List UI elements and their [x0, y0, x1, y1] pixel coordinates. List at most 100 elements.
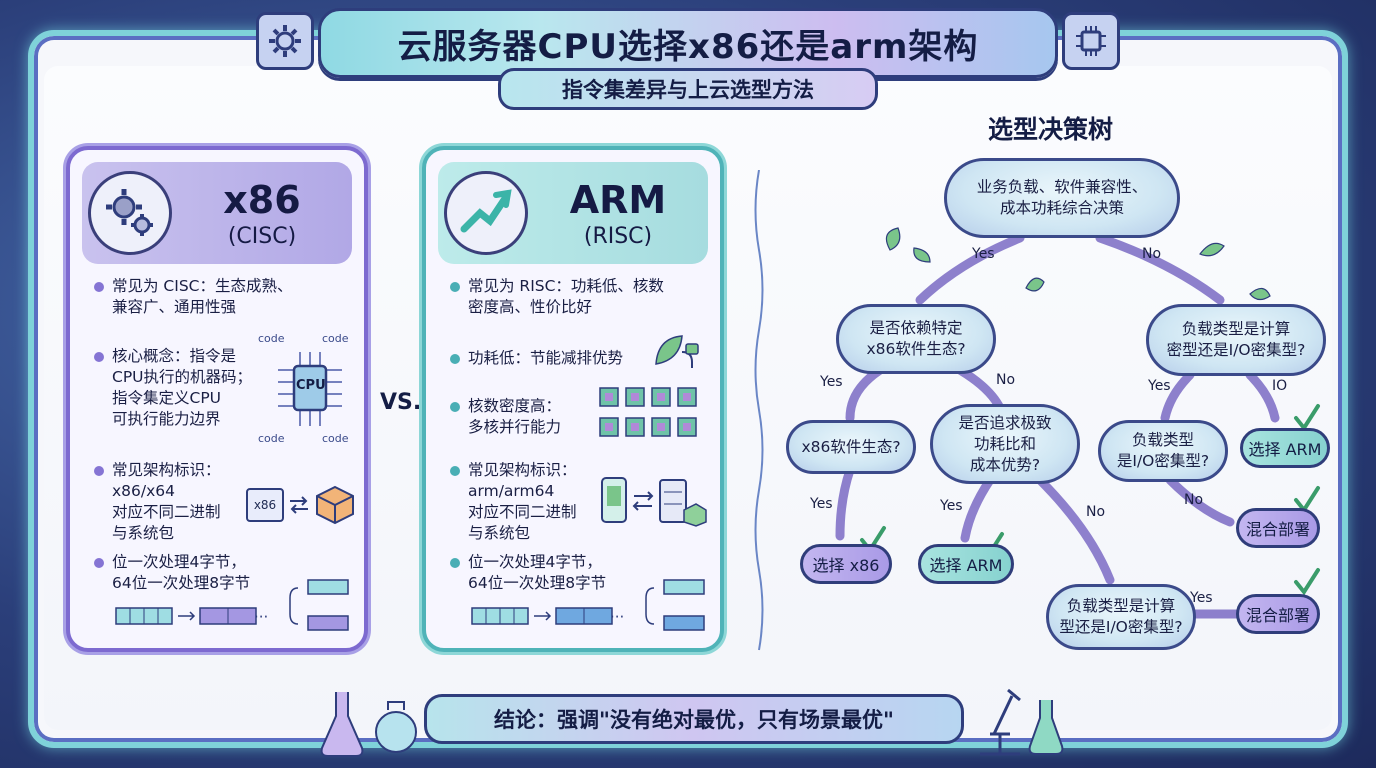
- arm-bullet-5: 位一次处理4字节， 64位一次处理8字节: [450, 552, 606, 594]
- node-line: 负载类型是计算: [1066, 597, 1176, 615]
- page-subtitle: 指令集差异与上云选型方法: [562, 78, 814, 102]
- leaf-choose-arm-left: 选择 ARM: [918, 544, 1014, 584]
- bullet-line: 常见架构标识：: [468, 461, 577, 479]
- tree-question-x86-ecosystem: 是否依赖特定 x86软件生态?: [836, 304, 996, 374]
- trend-arrow-icon: [444, 171, 528, 255]
- code-label: code: [322, 432, 349, 445]
- section-divider: [754, 170, 764, 651]
- node-line: 型还是I/O密集型?: [1059, 618, 1183, 636]
- edge-no: No: [1184, 492, 1204, 508]
- cpu-label: CPU: [296, 378, 326, 393]
- edge-io: IO: [1272, 378, 1288, 394]
- edge-no: No: [1086, 504, 1106, 520]
- subtitle-banner: 指令集差异与上云选型方法: [498, 68, 878, 110]
- code-label: code: [258, 332, 285, 345]
- bullet-line: 功耗低：节能减排优势: [468, 349, 624, 367]
- node-line: x86软件生态?: [801, 437, 901, 456]
- lab-microscope-icon: [980, 688, 1064, 756]
- node-line: 成本功耗综合决策: [999, 199, 1124, 217]
- x86-card: x86 (CISC) 常见为 CISC：生态成熟、 兼容广、通用性强 核心概念：…: [66, 146, 368, 652]
- arm-card-header: ARM (RISC): [438, 162, 708, 264]
- bullet-line: 64位一次处理8字节: [112, 574, 251, 592]
- bullet-line: 密度高、性价比好: [468, 298, 593, 316]
- node-line: 负载类型: [1131, 431, 1194, 449]
- edge-yes: Yes: [1190, 590, 1213, 606]
- code-label: code: [258, 432, 285, 445]
- bullet-line: 可执行能力边界: [112, 410, 221, 428]
- gears-icon: [88, 171, 172, 255]
- x86-bullet-4: 位一次处理4字节， 64位一次处理8字节: [94, 552, 250, 594]
- edge-yes: Yes: [820, 374, 843, 390]
- tree-node-efficiency: 是否追求极致 功耗比和 成本优势?: [930, 404, 1080, 484]
- bullet-line: 位一次处理4字节，: [468, 553, 602, 571]
- tree-root-node: 业务负载、软件兼容性、 成本功耗综合决策: [944, 158, 1180, 238]
- tree-question-workload: 负载类型是计算 密型还是I/O密集型?: [1146, 304, 1326, 376]
- edge-yes: Yes: [1148, 378, 1171, 394]
- multicore-chips-icon: [599, 387, 697, 437]
- phone-server-icon: [601, 477, 707, 527]
- bullet-line: 核心概念：指令是: [112, 347, 237, 365]
- node-line: 是否依赖特定: [869, 319, 963, 337]
- page-title: 云服务器CPU选择x86还是arm架构: [397, 26, 979, 67]
- byte-blocks-diagram: [115, 579, 349, 631]
- node-line: 是I/O密集型?: [1116, 452, 1210, 470]
- bullet-line: 常见架构标识：: [112, 461, 221, 479]
- bullet-line: 兼容广、通用性强: [112, 298, 237, 316]
- leaf-choose-arm-right: 选择 ARM: [1240, 428, 1330, 468]
- arm-bullet-1: 常见为 RISC：功耗低、核数 密度高、性价比好: [450, 276, 664, 318]
- arm-name: ARM: [569, 177, 667, 222]
- edge-no: No: [996, 372, 1016, 388]
- bullet-line: 多核并行能力: [468, 418, 562, 436]
- chip-badge-icon: [1062, 12, 1120, 70]
- node-line: 负载类型是计算: [1181, 320, 1291, 338]
- tree-node-x86-ecosystem: x86软件生态?: [786, 420, 916, 474]
- edge-yes: Yes: [972, 246, 995, 262]
- leaf-plug-icon: [655, 335, 699, 368]
- conclusion-text: 结论：强调"没有绝对最优，只有场景最优": [494, 708, 894, 732]
- bullet-line: 核数密度高：: [468, 397, 562, 415]
- bullet-line: 常见为 RISC：功耗低、核数: [468, 277, 664, 295]
- swap-arrows-icon: [290, 496, 308, 514]
- bullet-line: 与系统包: [112, 524, 175, 542]
- node-line: 成本优势?: [969, 455, 1041, 474]
- lab-flask-icon: [320, 692, 417, 757]
- bullet-line: 对应不同二进制: [468, 503, 577, 521]
- conclusion-banner: 结论：强调"没有绝对最优，只有场景最优": [424, 694, 964, 744]
- code-label: code: [322, 332, 349, 345]
- x86-bullet-1: 常见为 CISC：生态成熟、 兼容广、通用性强: [94, 276, 292, 318]
- package-illustration: x86: [246, 484, 358, 528]
- arm-card: ARM (RISC) 常见为 RISC：功耗低、核数 密度高、性价比好 功耗低：…: [422, 146, 724, 652]
- byte-blocks-diagram: [471, 579, 705, 631]
- node-line: 业务负载、软件兼容性、: [976, 178, 1148, 196]
- bullet-line: 对应不同二进制: [112, 503, 221, 521]
- node-line: 密型还是I/O密集型?: [1166, 341, 1306, 359]
- tree-title: 选型决策树: [988, 115, 1114, 144]
- binary-file-icon: x86: [246, 488, 284, 522]
- x86-card-header: x86 (CISC): [82, 162, 352, 264]
- bullet-line: 指令集定义CPU: [112, 389, 222, 407]
- edge-yes: Yes: [810, 496, 833, 512]
- edge-yes: Yes: [940, 498, 963, 514]
- bullet-line: 常见为 CISC：生态成熟、: [112, 277, 293, 295]
- node-line: 功耗比和: [973, 434, 1036, 453]
- vs-label: VS.: [380, 390, 422, 415]
- x86-name: x86: [223, 177, 301, 222]
- node-line: 是否追求极致: [958, 413, 1052, 432]
- leaf-mixed-deploy-1: 混合部署: [1236, 508, 1320, 548]
- bullet-line: arm/arm64: [468, 482, 555, 500]
- bullet-line: 位一次处理4字节，: [112, 553, 246, 571]
- bullet-line: 64位一次处理8字节: [468, 574, 607, 592]
- x86-bullet-3: 常见架构标识： x86/x64 对应不同二进制 与系统包: [94, 460, 221, 544]
- arm-bullet-2: 功耗低：节能减排优势: [450, 348, 623, 369]
- bullet-line: CPU执行的机器码；: [112, 368, 253, 386]
- leaf-mixed-deploy-2: 混合部署: [1236, 594, 1320, 634]
- ellipsis: ···: [254, 608, 269, 626]
- bullet-line: x86/x64: [112, 482, 176, 500]
- tree-node-workload-bottom: 负载类型是计算 型还是I/O密集型?: [1046, 584, 1196, 650]
- arm-bullet-3: 核数密度高： 多核并行能力: [450, 396, 561, 438]
- edge-no: No: [1142, 246, 1162, 262]
- cpu-chip-icon: CPU code code code code: [258, 330, 362, 450]
- gear-badge-icon: [256, 12, 314, 70]
- box-package-icon: [316, 485, 354, 525]
